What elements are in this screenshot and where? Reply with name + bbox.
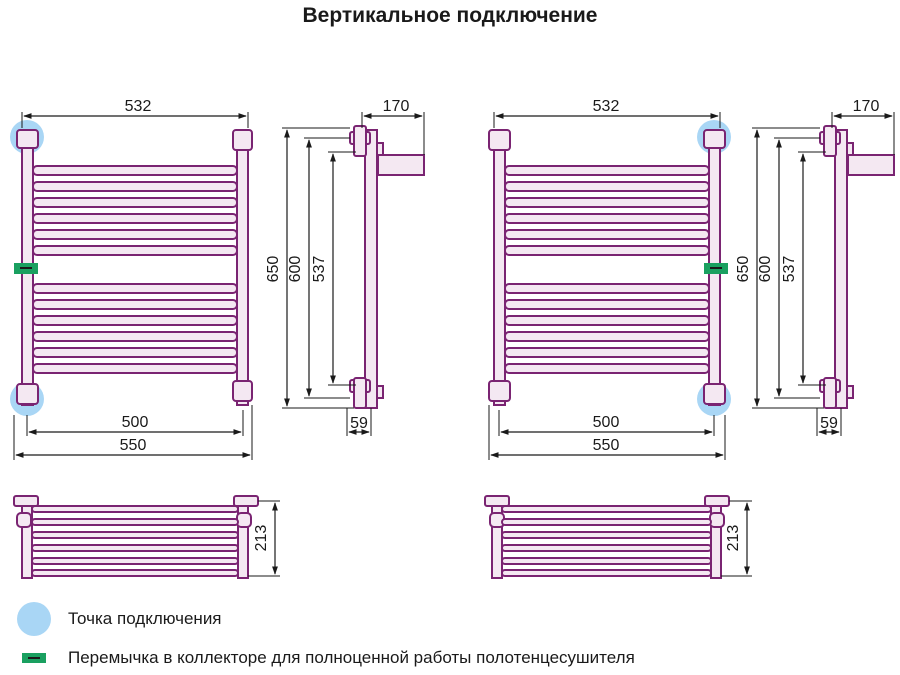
jumper-icon	[22, 653, 46, 663]
side-view-right: 650 600 537 170 59	[735, 98, 895, 436]
dimension-depth: 170	[853, 98, 880, 115]
legend-jumper-label: Перемычка в коллекторе для полноценной р…	[68, 648, 635, 667]
dimension-top-height: 213	[725, 525, 742, 552]
dimension-bottom: 59	[820, 415, 838, 432]
dimension-height-600: 600	[757, 256, 774, 283]
dimension-height-600: 600	[287, 256, 304, 283]
dimension-overall-width: 550	[120, 437, 147, 454]
dimension-top-width: 532	[593, 98, 620, 115]
connection-point-icon	[17, 602, 51, 636]
dimension-height-650: 650	[735, 256, 752, 283]
dimension-top-width: 532	[125, 98, 152, 115]
top-view-right: 213	[484, 495, 752, 579]
top-view-left: 213	[13, 495, 280, 579]
dimension-height-650: 650	[265, 256, 282, 283]
dimension-inner-width: 500	[122, 414, 149, 431]
side-view-left: 650 600 537 170 59	[265, 98, 425, 436]
front-view-left: 532 500 550	[10, 98, 253, 460]
dimension-top-height: 213	[253, 525, 270, 552]
page-title: Вертикальное подключение	[302, 4, 598, 27]
legend-connection-label: Точка подключения	[68, 609, 222, 628]
dimension-depth: 170	[383, 98, 410, 115]
dimension-height-537: 537	[311, 256, 328, 283]
dimension-overall-width: 550	[593, 437, 620, 454]
legend-connection-point: Точка подключения	[8, 602, 222, 636]
dimension-height-537: 537	[781, 256, 798, 283]
dimension-bottom: 59	[350, 415, 368, 432]
dimension-inner-width: 500	[593, 414, 620, 431]
legend-jumper: Перемычка в коллекторе для полноценной р…	[8, 648, 635, 668]
front-view-right: 532 500 550	[488, 98, 731, 460]
